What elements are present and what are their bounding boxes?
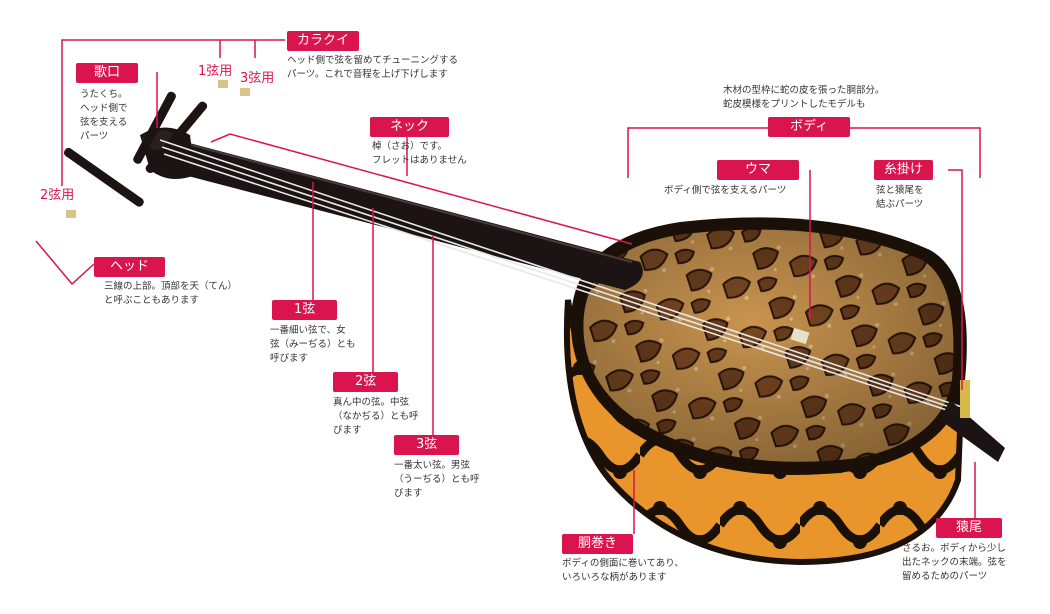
peg3-label: 3弦用 — [240, 71, 275, 86]
body-tag: ボディ — [768, 117, 851, 137]
head-desc: 三線の上部。頂部を天（てん） と呼ぶこともあります — [104, 281, 238, 306]
head-tag: ヘッド — [94, 257, 166, 277]
body-note: 木材の型枠に蛇の皮を張った胴部分。 蛇皮模様をプリントしたモデルも — [723, 85, 885, 110]
uma-bridge — [790, 327, 810, 345]
uta-tag: 歌口 — [76, 63, 139, 83]
karakui-desc: ヘッド側で弦を留めてチューニングする パーツ。これで音程を上げ下げします — [287, 55, 459, 80]
saruo-desc: さるお。ボディから少し 出たネックの末端。弦を 留めるためのパーツ — [902, 543, 1007, 582]
doumaki-desc: ボディの側面に巻いてあり、 いろいろな柄があります — [562, 558, 684, 583]
peg2-label: 2弦用 — [40, 188, 75, 203]
saruo-tag: 猿尾 — [936, 518, 1003, 538]
str1-desc: 一番細い弦で、女 弦（みーぢる）とも 呼びます — [270, 325, 356, 364]
karakui-tag: カラクイ — [287, 31, 360, 51]
str3-tag: 3弦 — [394, 435, 460, 455]
str2-desc: 真ん中の弦。中弦 （なかぢる）とも呼 びます — [333, 397, 419, 436]
tail — [940, 380, 1005, 462]
uta-desc: うたくち。 ヘッド側で 弦を支える パーツ — [80, 89, 128, 142]
uma-desc: ボディ側で弦を支えるパーツ — [664, 185, 787, 196]
str2-tag: 2弦 — [333, 372, 399, 392]
neck — [165, 140, 643, 290]
snake-skin-top — [583, 229, 954, 462]
head — [63, 80, 250, 218]
peg1-label: 1弦用 — [198, 64, 233, 79]
str3-desc: 一番太い弦。男弦 （うーぢる）とも呼 びます — [394, 460, 480, 499]
neck-desc: 棹（さお）です。 フレットはありません — [372, 141, 467, 166]
strings — [159, 139, 966, 417]
str1-tag: 1弦 — [272, 300, 338, 320]
itokake-desc: 弦と猿尾を 結ぶパーツ — [876, 185, 924, 210]
itokake-tag: 糸掛け — [874, 160, 934, 180]
uma-tag: ウマ — [717, 160, 800, 180]
doumaki-tag: 胴巻き — [562, 534, 634, 554]
neck-tag: ネック — [370, 117, 450, 137]
